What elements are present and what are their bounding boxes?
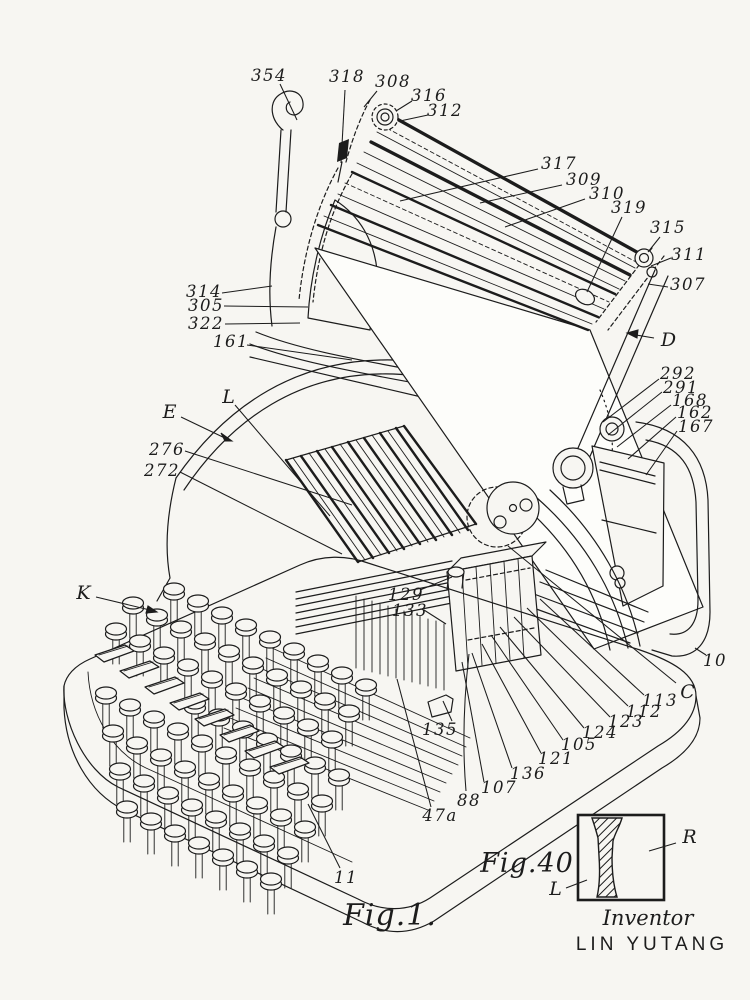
ref-label-318: 318 xyxy=(329,67,365,86)
ref-label-314: 314 xyxy=(186,282,222,301)
ref-label-47a: 47a xyxy=(421,806,457,825)
ref-label-307: 307 xyxy=(670,275,706,294)
ref-label-107: 107 xyxy=(481,778,517,797)
ref-label-113: 113 xyxy=(642,691,678,710)
inset-label-R: R xyxy=(681,826,697,848)
ref-label-308: 308 xyxy=(375,72,411,91)
ref-label-312: 312 xyxy=(427,101,463,120)
ref-label-319: 319 xyxy=(611,198,647,217)
ref-label-K: K xyxy=(75,582,92,604)
ref-label-136: 136 xyxy=(510,764,546,783)
carriage-assembly xyxy=(316,103,665,332)
ref-label-135: 135 xyxy=(422,720,458,739)
ref-label-276: 276 xyxy=(148,440,185,459)
ref-label-168: 168 xyxy=(672,391,708,410)
ref-label-311: 311 xyxy=(671,245,707,264)
ref-label-E: E xyxy=(162,401,178,423)
figure-caption: Fig.1. xyxy=(342,898,437,933)
ref-label-D: D xyxy=(660,329,677,351)
ref-label-322: 322 xyxy=(188,314,224,333)
leader-lines xyxy=(95,83,707,869)
inset-figure-40: R L Fig.40 xyxy=(479,813,697,902)
ref-label-133: 133 xyxy=(392,601,428,620)
ref-label-292: 292 xyxy=(659,364,696,383)
ref-label-291: 291 xyxy=(662,378,699,397)
ref-label-272: 272 xyxy=(143,461,180,480)
inventor-heading: Inventor xyxy=(602,906,696,930)
ref-label-C: C xyxy=(680,681,696,703)
ref-label-105: 105 xyxy=(561,735,597,754)
type-basket xyxy=(355,481,547,718)
ref-label-167: 167 xyxy=(678,417,714,436)
keyboard xyxy=(94,582,471,915)
ref-label-112: 112 xyxy=(626,702,662,721)
typebar-row-stack xyxy=(295,560,453,635)
ref-label-121: 121 xyxy=(538,749,574,768)
ref-label-11: 11 xyxy=(334,868,358,887)
ref-label-309: 309 xyxy=(566,170,602,189)
ref-label-317: 317 xyxy=(541,154,577,173)
inset-box xyxy=(576,813,666,902)
magazine-stripes xyxy=(284,424,478,564)
ref-label-310: 310 xyxy=(589,184,625,203)
ref-label-123: 123 xyxy=(608,712,644,731)
carriage-support-and-right-body xyxy=(523,269,711,657)
ref-label-354: 354 xyxy=(251,66,287,85)
ref-label-316: 316 xyxy=(411,86,447,105)
inventor-name: LIN YUTANG xyxy=(576,934,728,955)
inset-label-L: L xyxy=(548,878,563,900)
ref-label-305: 305 xyxy=(188,296,224,315)
ref-label-315: 315 xyxy=(650,218,686,237)
ref-label-10: 10 xyxy=(703,651,727,670)
key-lever-forest xyxy=(355,595,445,691)
ref-label-88: 88 xyxy=(457,791,481,810)
ref-label-161: 161 xyxy=(213,332,249,351)
brush-stroke-glyph xyxy=(591,817,623,898)
type-magazine xyxy=(284,424,478,635)
ref-label-129: 129 xyxy=(388,585,424,604)
reference-labels: 354 318 308 316 312 317 309 310 319 315 … xyxy=(75,66,727,887)
inset-caption: Fig.40 xyxy=(479,848,574,879)
ref-label-L: L xyxy=(221,386,236,408)
ref-label-124: 124 xyxy=(582,723,618,742)
ref-label-162: 162 xyxy=(677,403,713,422)
